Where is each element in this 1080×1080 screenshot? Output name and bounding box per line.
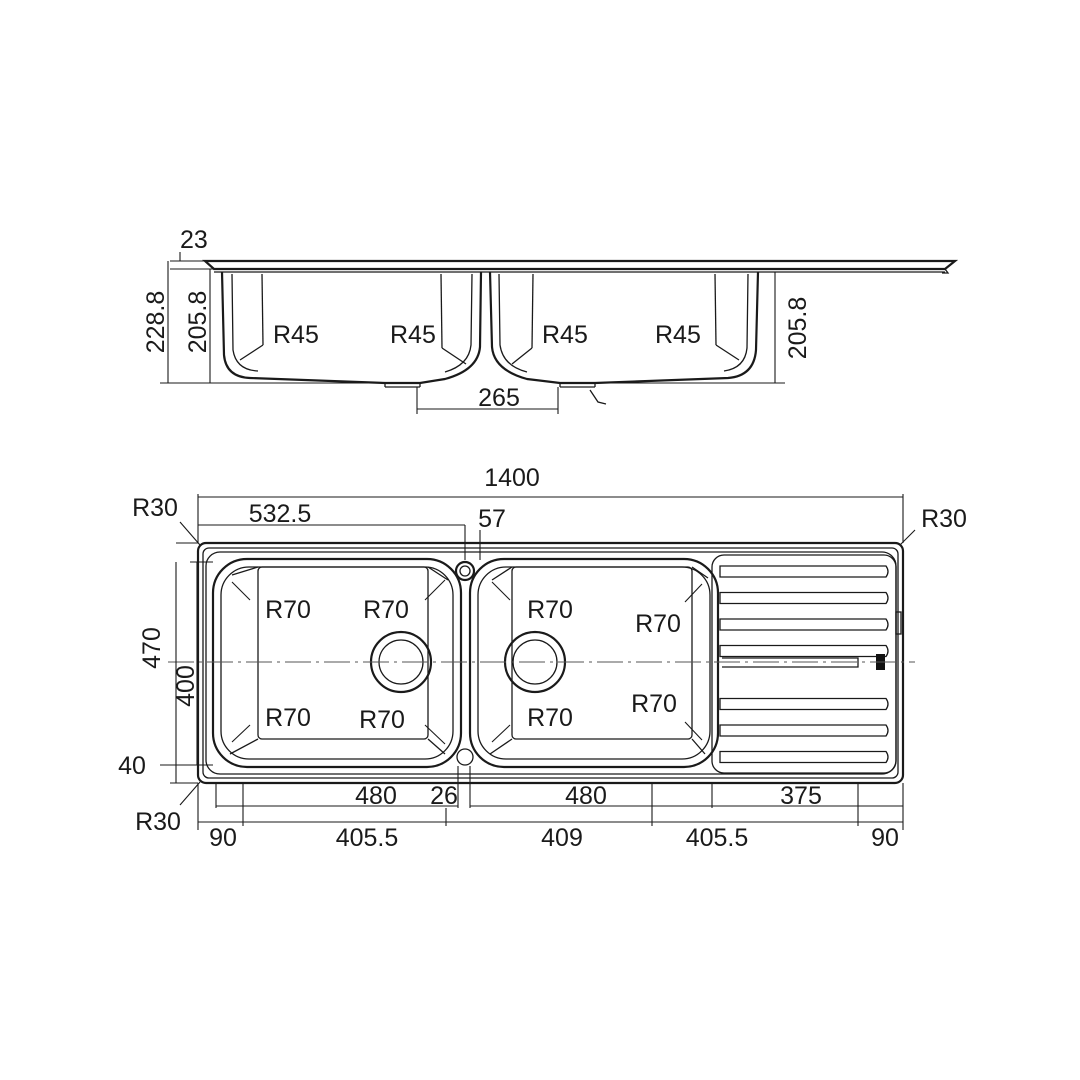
side-flange bbox=[202, 259, 959, 271]
dim-divider: 26 bbox=[430, 782, 458, 810]
drainer-groove bbox=[719, 591, 889, 605]
dim-seg-edge-right: 90 bbox=[871, 824, 899, 852]
radius-label-r45: R45 bbox=[390, 321, 436, 349]
dim-bowl-center-offset: 532.5 bbox=[249, 500, 312, 528]
bowl-radius-label: R70 bbox=[265, 704, 311, 732]
dim-bowl-length-right: 480 bbox=[565, 782, 607, 810]
drainer-groove bbox=[719, 697, 889, 711]
bowl-radius-label: R70 bbox=[631, 690, 677, 718]
dim-overall-height: 228.8 bbox=[142, 291, 170, 354]
drainer-board bbox=[711, 554, 897, 774]
radius-label-r45: R45 bbox=[273, 321, 319, 349]
drainer-groove bbox=[719, 565, 889, 578]
corner-radius-top-left: R30 bbox=[132, 494, 178, 522]
dim-overall-width: 470 bbox=[138, 627, 166, 669]
radius-label-r45: R45 bbox=[542, 321, 588, 349]
dim-bowl-depth-right: 205.8 bbox=[784, 297, 812, 360]
dim-bowl-width: 400 bbox=[172, 665, 200, 707]
dim-seg-left: 405.5 bbox=[336, 824, 399, 852]
right-bowl-outer bbox=[468, 557, 720, 769]
overflow-slot bbox=[722, 657, 859, 668]
side-bowl-right bbox=[488, 271, 760, 385]
dim-bowl-length-left: 480 bbox=[355, 782, 397, 810]
drainer-groove bbox=[719, 750, 889, 764]
dim-seg-right: 405.5 bbox=[686, 824, 749, 852]
dim-bowl-depth-left: 205.8 bbox=[184, 291, 212, 354]
dim-drain-spacing: 265 bbox=[478, 384, 520, 412]
corner-radius-bottom-left: R30 bbox=[135, 808, 181, 836]
left-bowl-outer bbox=[211, 557, 463, 769]
bowl-radius-label: R70 bbox=[527, 704, 573, 732]
dim-flange-thickness: 23 bbox=[180, 226, 208, 254]
drainer-groove bbox=[719, 618, 889, 631]
bowl-radius-label: R70 bbox=[265, 596, 311, 624]
sink-outer-outline bbox=[196, 541, 905, 785]
side-bowl-left bbox=[220, 271, 483, 385]
bowl-radius-label: R70 bbox=[527, 596, 573, 624]
radius-label-r45: R45 bbox=[655, 321, 701, 349]
drainer-groove bbox=[719, 724, 889, 737]
side-view: 23 228.8 205.8 205.8 265 R45 R45 R45 R45 bbox=[142, 226, 959, 414]
dim-tap-hole: 57 bbox=[478, 505, 506, 533]
bowl-radius-label: R70 bbox=[363, 596, 409, 624]
plan-view: 1400 532.5 57 470 400 40 480 26 480 375 bbox=[118, 464, 967, 852]
dim-seg-middle: 409 bbox=[541, 824, 583, 852]
dim-back-margin: 40 bbox=[118, 752, 146, 780]
tap-hole bbox=[454, 560, 476, 582]
drainer-groove bbox=[719, 644, 889, 658]
bowl-radius-label: R70 bbox=[359, 706, 405, 734]
dim-drainer-length: 375 bbox=[780, 782, 822, 810]
corner-radius-top-right: R30 bbox=[921, 505, 967, 533]
dim-seg-edge-left: 90 bbox=[209, 824, 237, 852]
drainer-grooves bbox=[719, 565, 889, 764]
dim-overall-length: 1400 bbox=[484, 464, 540, 492]
bowl-radius-label: R70 bbox=[635, 610, 681, 638]
